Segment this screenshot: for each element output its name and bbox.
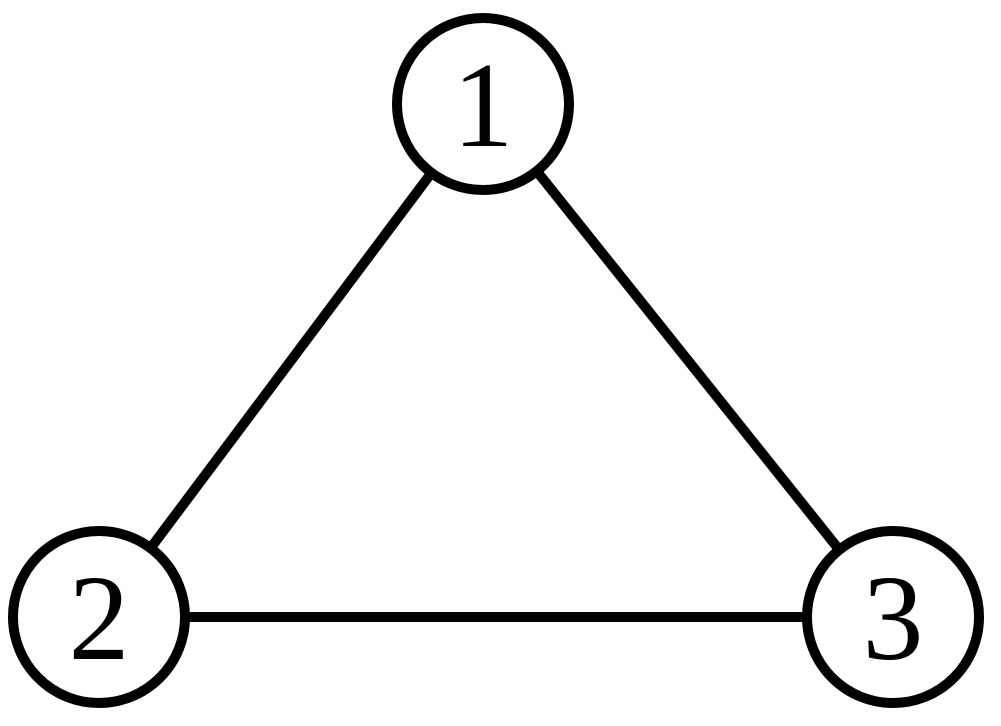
node-label-3: 3 [863,551,924,686]
node-label-1: 1 [453,38,514,173]
nodes-layer: 1 2 3 [8,13,984,708]
node-label-2: 2 [69,551,130,686]
node-1: 1 [392,13,574,195]
node-circle-2 [8,526,190,708]
edge-1-2 [146,169,436,552]
node-3: 3 [802,526,984,708]
node-circle-3 [802,526,984,708]
edge-1-3 [532,168,844,553]
node-circle-1 [392,13,574,195]
edges-layer [146,168,844,622]
node-2: 2 [8,526,190,708]
